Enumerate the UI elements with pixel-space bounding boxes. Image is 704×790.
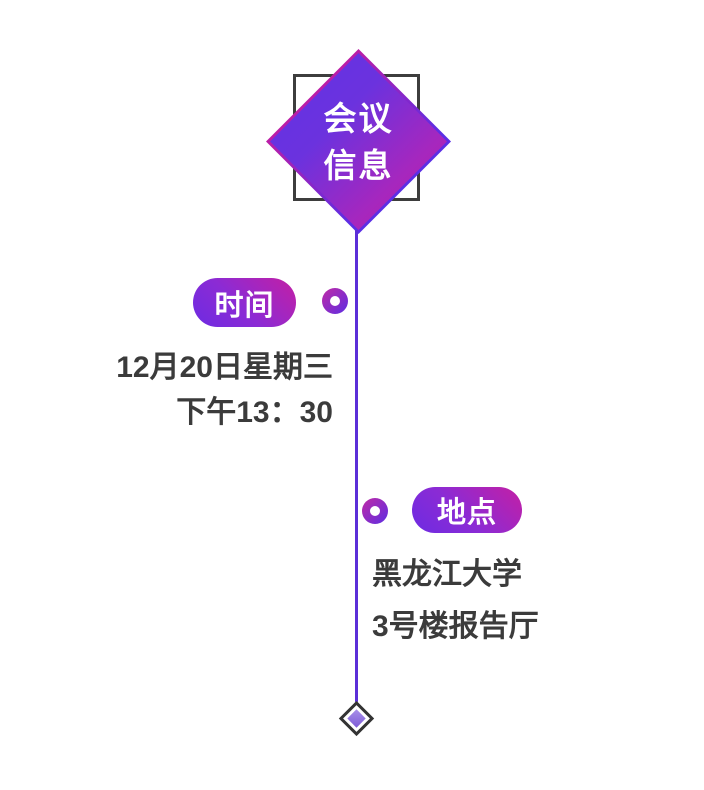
page-title-line-2: 信息 — [323, 146, 394, 184]
timeline-end-diamond-icon — [338, 700, 375, 737]
time-badge-label: 时间 — [214, 289, 275, 322]
time-node-icon — [322, 288, 348, 314]
timeline-end-diamond-core — [347, 709, 366, 728]
location-details: 黑龙江大学 3号楼报告厅 — [372, 549, 539, 653]
time-details: 12月20日星期三 下午13：30 — [116, 345, 333, 435]
location-node-icon — [362, 498, 388, 524]
timeline-line — [355, 230, 358, 702]
location-detail-name: 黑龙江大学 — [372, 558, 522, 591]
time-detail-hour: 下午13：30 — [176, 396, 333, 429]
time-badge: 时间 — [193, 278, 296, 327]
time-detail-date: 12月20日星期三 — [116, 351, 333, 384]
page-title-line-1: 会议 — [323, 99, 394, 137]
location-badge: 地点 — [412, 487, 522, 533]
location-detail-room: 3号楼报告厅 — [372, 610, 539, 643]
location-badge-label: 地点 — [436, 497, 497, 529]
